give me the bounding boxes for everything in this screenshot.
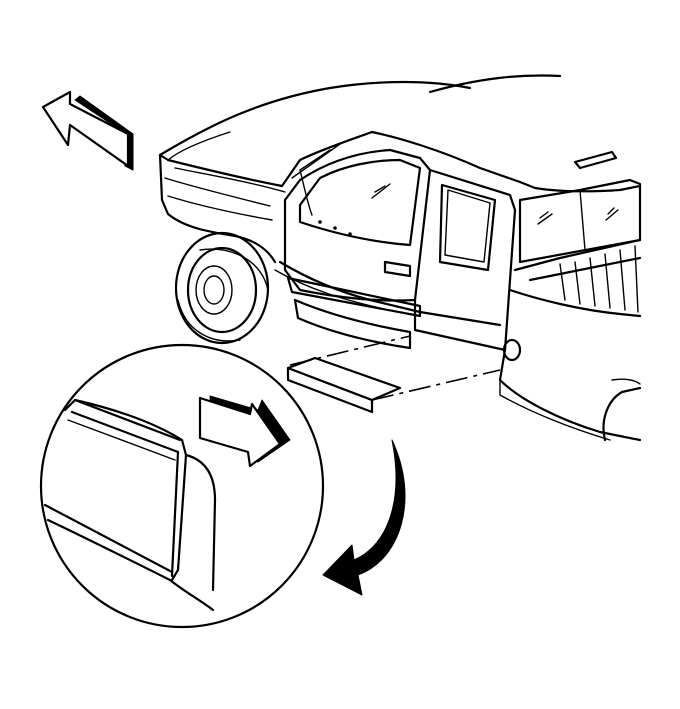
cab-roof	[370, 130, 522, 184]
body-side-molding-front	[286, 276, 422, 318]
rear-fender	[602, 386, 642, 442]
front-fender	[158, 153, 277, 264]
front-door	[283, 148, 432, 302]
windshield	[280, 130, 374, 188]
install-direction-arrow-icon	[198, 395, 291, 468]
fuel-door	[502, 338, 522, 362]
front-wheel	[174, 231, 270, 345]
detail-view	[39, 343, 325, 629]
molding-part	[286, 335, 501, 414]
door-handle	[383, 260, 412, 278]
forward-direction-arrow-icon	[41, 90, 134, 171]
rocker-molding	[293, 298, 412, 350]
cab-marker-lights	[573, 150, 618, 170]
front-door-window	[298, 158, 422, 247]
pickup-truck	[158, 74, 642, 442]
leader-line-rear	[371, 369, 501, 401]
truck-bed	[513, 238, 642, 272]
rear-door-window	[438, 183, 497, 272]
detail-circle	[39, 343, 325, 629]
truck-hood	[158, 80, 472, 157]
detail-callout-arrow-icon	[322, 439, 406, 596]
rear-door	[413, 168, 517, 352]
truck-roof-line	[428, 74, 562, 94]
leader-line-front	[289, 335, 411, 366]
